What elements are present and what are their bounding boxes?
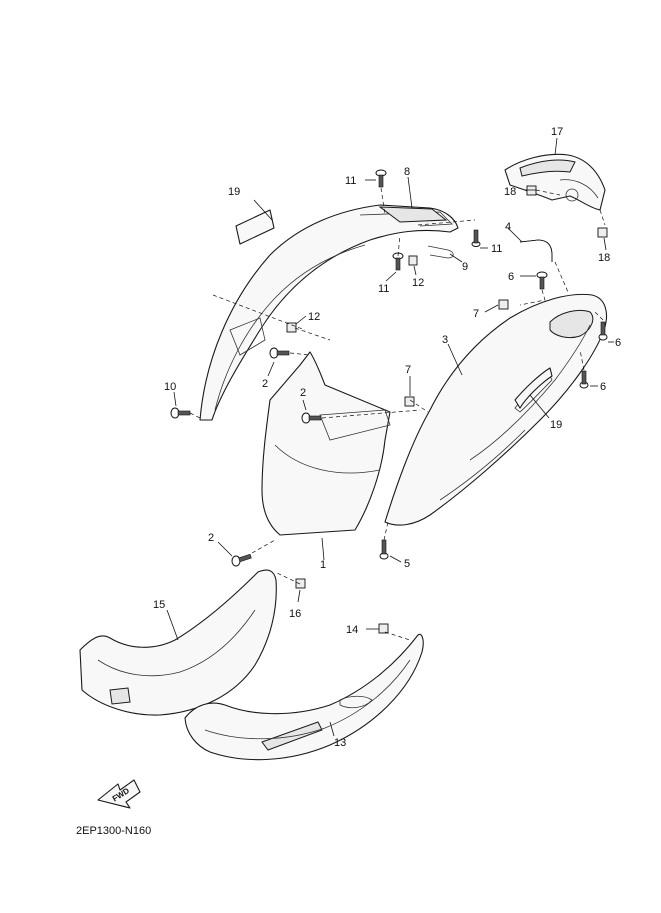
nut-12-mid (408, 255, 418, 266)
callout-5: 5 (404, 558, 410, 570)
callout-1: 1 (320, 559, 326, 571)
side-cover-right (384, 293, 608, 526)
screw-2-upper (269, 347, 290, 359)
callout-19-right: 19 (550, 419, 562, 431)
reference-code: 2EP1300-N160 (76, 825, 151, 837)
footboard-cover-right (184, 633, 424, 761)
callout-13: 13 (334, 737, 346, 749)
screw-2-mid (301, 412, 322, 424)
callout-18-upper: 18 (504, 186, 516, 198)
callout-3: 3 (442, 334, 448, 346)
callout-9: 9 (462, 261, 468, 273)
screw-2-lower (231, 553, 252, 567)
callout-2-upper: 2 (262, 378, 268, 390)
callout-11-mid: 11 (378, 283, 389, 295)
sticker-right (514, 367, 553, 409)
callout-16: 16 (289, 608, 301, 620)
nut-18-lower (597, 227, 608, 238)
footboard-cover-left (79, 569, 277, 716)
callout-2-lower: 2 (208, 532, 214, 544)
clip-spring (427, 245, 454, 259)
hose (519, 239, 553, 262)
callout-15: 15 (153, 599, 165, 611)
callout-6-top: 6 (508, 271, 514, 283)
nut-16 (295, 578, 306, 589)
callout-14: 14 (346, 624, 358, 636)
callout-18-lower: 18 (598, 252, 610, 264)
callout-19-upper: 19 (228, 186, 240, 198)
center-cover (261, 351, 391, 536)
callout-7-lower: 7 (405, 364, 411, 376)
callout-8: 8 (404, 166, 410, 178)
leader-lines (166, 137, 614, 737)
screw-10 (170, 407, 191, 419)
callout-7-upper: 7 (473, 308, 479, 320)
callout-12-left: 12 (308, 311, 320, 323)
sticker-upper (235, 209, 275, 245)
side-cover-upper-left (199, 204, 459, 421)
fwd-arrow: FWD (97, 779, 141, 809)
callout-10: 10 (164, 381, 176, 393)
callout-labels: 8 19 11 11 12 11 9 4 12 2 2 10 3 7 7 6 6… (153, 126, 621, 749)
screw-6-top (536, 271, 548, 290)
screw-6-right (598, 321, 608, 341)
alignment-lines (189, 187, 606, 641)
callout-2-mid: 2 (300, 387, 306, 399)
callout-11-top: 11 (345, 175, 356, 187)
callout-17: 17 (551, 126, 563, 138)
rear-bracket-cover (504, 153, 606, 211)
callout-11-right: 11 (491, 243, 502, 255)
nut-14 (378, 623, 389, 634)
nut-12-left (286, 322, 297, 333)
nut-7-lower (404, 396, 415, 407)
callout-12-mid: 12 (412, 277, 424, 289)
callout-4: 4 (505, 221, 511, 233)
screw-11-right (471, 229, 481, 247)
screw-6-lower (579, 370, 589, 389)
nut-7-upper (498, 299, 509, 310)
screw-5 (379, 539, 389, 560)
screw-11-top (375, 169, 387, 188)
nut-18-upper (526, 185, 537, 196)
callout-6-lower: 6 (600, 381, 606, 393)
callout-6-right: 6 (615, 337, 621, 349)
